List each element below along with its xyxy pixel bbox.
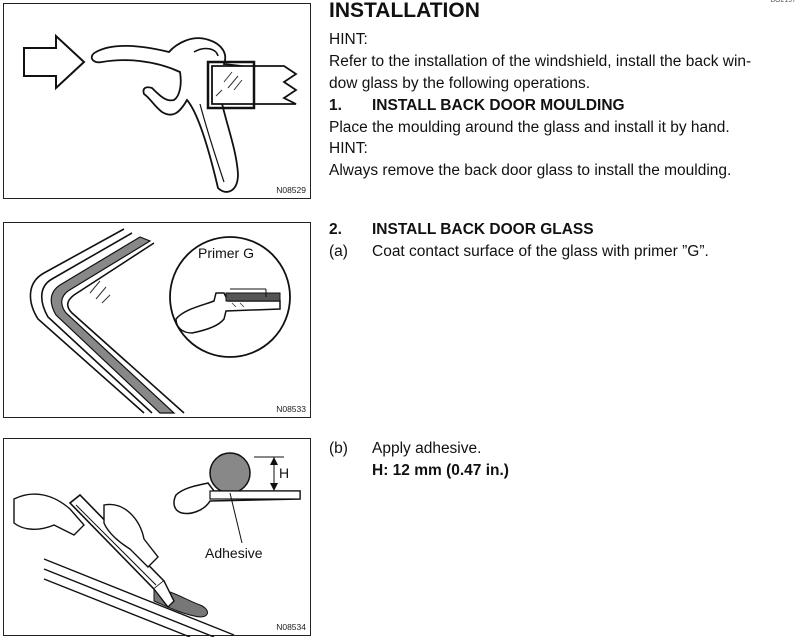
figure-id: N08533 (276, 404, 306, 414)
step2b: (b) Apply adhesive. (329, 438, 481, 460)
moulding-illustration (23, 33, 298, 193)
step2a-label: (a) (329, 243, 348, 260)
figure-adhesive-application: H Adhesive N08534 (3, 438, 311, 637)
primer-band (50, 236, 176, 414)
step1-text: Place the moulding around the glass and … (329, 119, 730, 136)
height-label: H (279, 465, 290, 481)
adhesive-illustration (13, 452, 301, 637)
document-code: BO2197 (770, 0, 796, 4)
intro-text-line1: Refer to the installation of the windshi… (329, 53, 752, 70)
figure-primer-application: Primer G N08533 (3, 222, 311, 418)
hint-text: Always remove the back door glass to ins… (329, 162, 732, 179)
hand-left (13, 493, 85, 536)
figure-moulding-installation: N08529 (3, 3, 311, 199)
glass-corner-illustration (29, 228, 291, 414)
hint-label: HINT: (329, 31, 368, 48)
step1-title: INSTALL BACK DOOR MOULDING (372, 97, 625, 114)
hand-right (103, 503, 159, 568)
glass-layer (43, 558, 235, 636)
step1-number: 1. (329, 97, 342, 114)
step2-number: 2. (329, 221, 342, 238)
intro-text-line2: dow glass by the following operations. (329, 75, 591, 92)
moulding-profile (90, 37, 243, 193)
step2a: (a) Coat contact surface of the glass wit… (329, 241, 709, 263)
adhesive-label: Adhesive (205, 545, 263, 561)
figure-id: N08529 (276, 185, 306, 195)
primer-g-label: Primer G (198, 245, 254, 261)
hint-label: HINT: (329, 140, 368, 157)
figure-id: N08534 (276, 622, 306, 632)
step2b-label: (b) (329, 440, 348, 457)
step2b-spec: H: 12 mm (0.47 in.) (372, 462, 509, 479)
step2b-text: Apply adhesive. (372, 440, 482, 457)
adhesive-bead-section (209, 452, 251, 494)
step2a-text: Coat contact surface of the glass with p… (372, 243, 709, 260)
glass-corner-outer (29, 228, 145, 414)
section-title: INSTALLATION (329, 0, 480, 22)
arrow-right-icon (23, 33, 86, 91)
step2-heading: 2. INSTALL BACK DOOR GLASS (329, 219, 594, 241)
step2-title: INSTALL BACK DOOR GLASS (372, 221, 594, 238)
step1-heading: 1. INSTALL BACK DOOR MOULDING (329, 95, 625, 117)
